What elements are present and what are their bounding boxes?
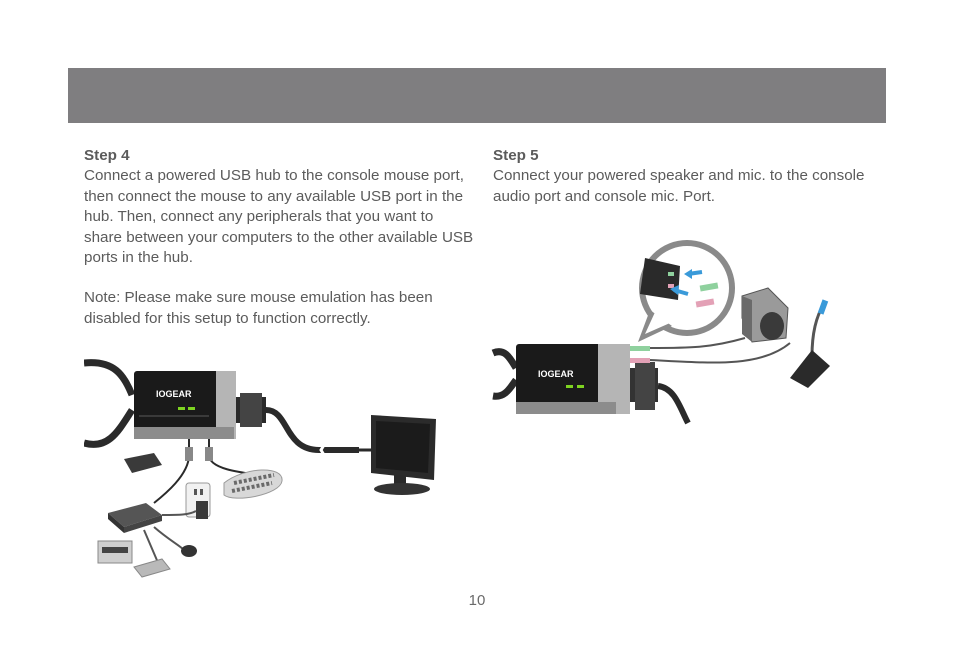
kvm-switch-right: IOGEAR xyxy=(516,344,630,414)
keyboard-icon xyxy=(223,469,283,499)
microphone-icon xyxy=(790,299,830,388)
step4-section: Step 4 Connect a powered USB hub to the … xyxy=(84,146,474,329)
iogear-logo-right: IOGEAR xyxy=(538,369,574,379)
step5-body: Connect your powered speaker and mic. to… xyxy=(493,167,865,205)
scanner-icon xyxy=(133,558,171,578)
iogear-logo-left: IOGEAR xyxy=(156,389,192,399)
step5-section: Step 5 Connect your powered speaker and … xyxy=(493,146,883,207)
step5-title: Step 5 xyxy=(493,147,539,164)
printer-icon xyxy=(97,540,133,564)
header-bar xyxy=(68,68,886,123)
kvm-switch-left: IOGEAR xyxy=(134,371,236,439)
mouse-icon xyxy=(181,545,197,557)
audio-setup-illustration: IOGEAR xyxy=(490,238,850,428)
arrow-icon xyxy=(684,269,692,279)
page-number: 10 xyxy=(468,592,486,609)
usb-hub-icon xyxy=(108,503,162,533)
usb-hub-setup-illustration: IOGEAR xyxy=(83,355,464,585)
step4-title: Step 4 xyxy=(84,147,130,164)
step4-note: Note: Please make sure mouse emulation h… xyxy=(84,289,433,327)
small-device-icon xyxy=(124,453,162,473)
step4-body: Connect a powered USB hub to the console… xyxy=(84,167,474,267)
monitor-icon xyxy=(371,415,436,495)
zoom-callout xyxy=(638,240,735,342)
speaker-icon xyxy=(741,287,789,343)
power-outlet-icon xyxy=(185,482,211,519)
